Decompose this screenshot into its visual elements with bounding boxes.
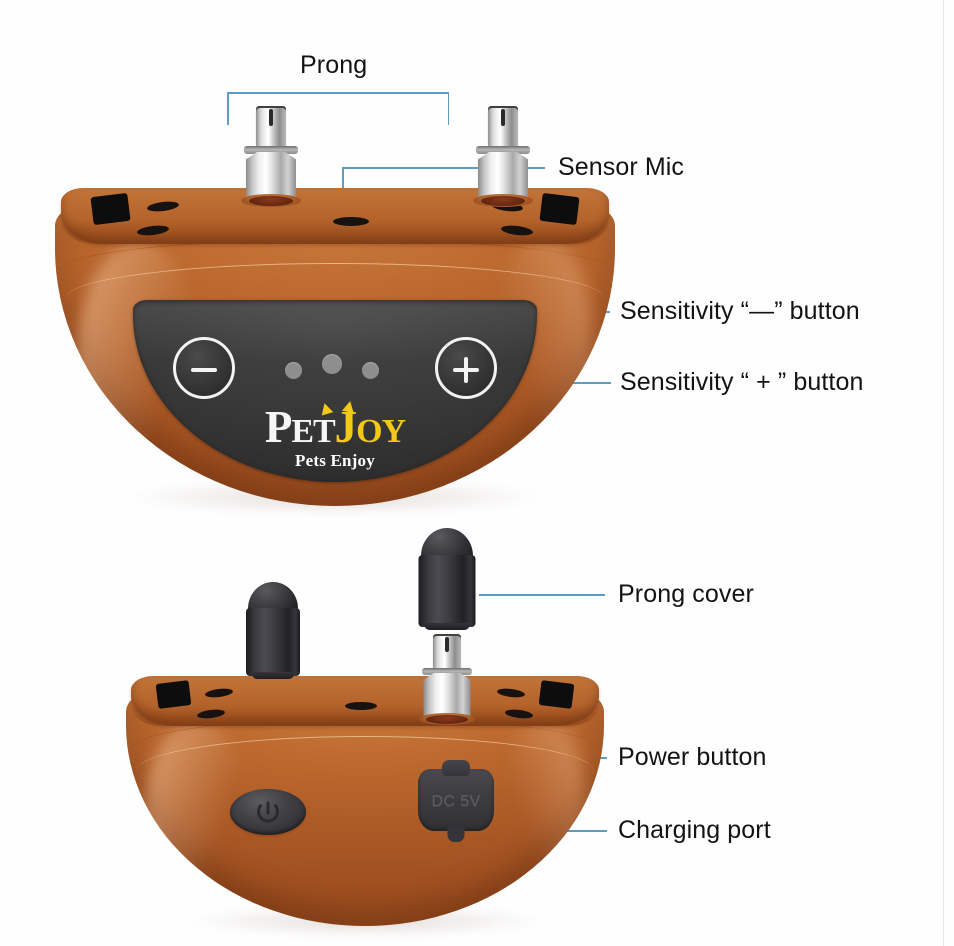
prong-left-collar bbox=[244, 146, 298, 154]
minus-icon bbox=[176, 340, 232, 396]
prong-left-hex-nut bbox=[246, 152, 296, 198]
back-device-top-rim-shade bbox=[131, 705, 599, 726]
prong-callout-drop-right bbox=[447, 92, 450, 125]
prong-exposed bbox=[406, 634, 488, 726]
sensor-mic-label: Sensor Mic bbox=[558, 153, 685, 181]
page-edge-rule bbox=[943, 0, 944, 946]
logo-ear-right bbox=[341, 399, 356, 414]
prong-exposed-hex-nut bbox=[423, 673, 471, 717]
back-vent-hole-3 bbox=[496, 687, 526, 699]
power-icon-ring bbox=[257, 800, 279, 823]
brand-logo: PETJOY Pets Enjoy bbox=[133, 399, 537, 470]
charging-port-cover bbox=[418, 769, 494, 831]
back-device-shell-wrap bbox=[126, 692, 604, 926]
logo-text-pet: PET bbox=[264, 402, 336, 452]
prong-right-base bbox=[481, 196, 525, 206]
brand-tagline: Pets Enjoy bbox=[295, 451, 375, 470]
back-strap-slot-right bbox=[538, 680, 575, 709]
device-seam bbox=[66, 263, 604, 298]
prong-exposed-collar bbox=[422, 668, 472, 675]
prong-right-tip-slit bbox=[501, 109, 505, 126]
prong-cover-installed-lip bbox=[252, 672, 294, 679]
sensitivity-plus-label: Sensitivity “ + ” button bbox=[620, 368, 864, 396]
charging-port-label: Charging port bbox=[618, 816, 771, 844]
sensitivity-plus-button[interactable] bbox=[435, 337, 497, 399]
prong-cover-detached-barrel bbox=[418, 555, 476, 627]
sensor-mic-hole bbox=[333, 217, 369, 226]
back-device-seam bbox=[135, 736, 595, 771]
prong-callout-bracket-top bbox=[227, 92, 449, 94]
prong-left-base bbox=[249, 196, 293, 206]
sensitivity-minus-label: Sensitivity “—” button bbox=[620, 297, 860, 325]
sensor-mic-leader-horizontal bbox=[342, 167, 545, 169]
prong-exposed-base bbox=[426, 715, 468, 724]
prong-exposed-tip-slit bbox=[445, 637, 449, 652]
prong-under-cover-base bbox=[273, 696, 313, 705]
led-indicator-3 bbox=[362, 362, 379, 379]
back-center-hole bbox=[345, 702, 377, 710]
brand-wordmark: PETJOY bbox=[264, 399, 407, 452]
back-strap-slot-left bbox=[155, 680, 192, 709]
back-vent-hole-1 bbox=[204, 687, 234, 699]
sensitivity-minus-button[interactable] bbox=[173, 337, 235, 399]
prong-cover-label: Prong cover bbox=[618, 580, 754, 608]
control-panel: PETJOY Pets Enjoy bbox=[133, 300, 537, 482]
prong-cover-leader bbox=[479, 594, 605, 596]
logo-text-joy: JOY bbox=[334, 402, 407, 452]
back-device-top-rim bbox=[131, 676, 599, 726]
prong-right-hex-nut bbox=[478, 152, 528, 198]
prong-right bbox=[459, 106, 547, 210]
prong-left bbox=[227, 106, 315, 210]
device-top-rim bbox=[61, 188, 609, 244]
front-view-device: PETJOY Pets Enjoy bbox=[55, 106, 615, 516]
prong-cover-installed-barrel bbox=[246, 608, 300, 676]
prong-cover-detached bbox=[406, 528, 488, 634]
prong-cover-installed bbox=[232, 582, 314, 700]
back-view-device: DC 5V bbox=[126, 528, 604, 938]
device-top-rim-shade bbox=[61, 220, 609, 244]
charging-port-tab bbox=[442, 760, 470, 776]
prong-callout-drop-left bbox=[227, 92, 229, 125]
plus-icon bbox=[438, 340, 494, 396]
led-indicator-1 bbox=[285, 362, 302, 379]
prong-cover-detached-lip bbox=[424, 623, 470, 630]
power-button[interactable] bbox=[230, 789, 306, 835]
charging-port-marking: DC 5V bbox=[431, 793, 481, 810]
charging-port[interactable]: DC 5V bbox=[418, 760, 494, 842]
led-indicator-2 bbox=[322, 354, 342, 374]
vent-hole-1 bbox=[146, 200, 180, 213]
strap-slot-left bbox=[90, 192, 131, 226]
prong-right-collar bbox=[476, 146, 530, 154]
prong-left-tip-slit bbox=[269, 109, 273, 126]
back-device-shell bbox=[126, 692, 604, 926]
power-icon-stem bbox=[266, 801, 270, 815]
prong-label: Prong bbox=[300, 51, 368, 79]
power-button-label: Power button bbox=[618, 743, 767, 771]
charging-port-nub bbox=[447, 827, 465, 842]
